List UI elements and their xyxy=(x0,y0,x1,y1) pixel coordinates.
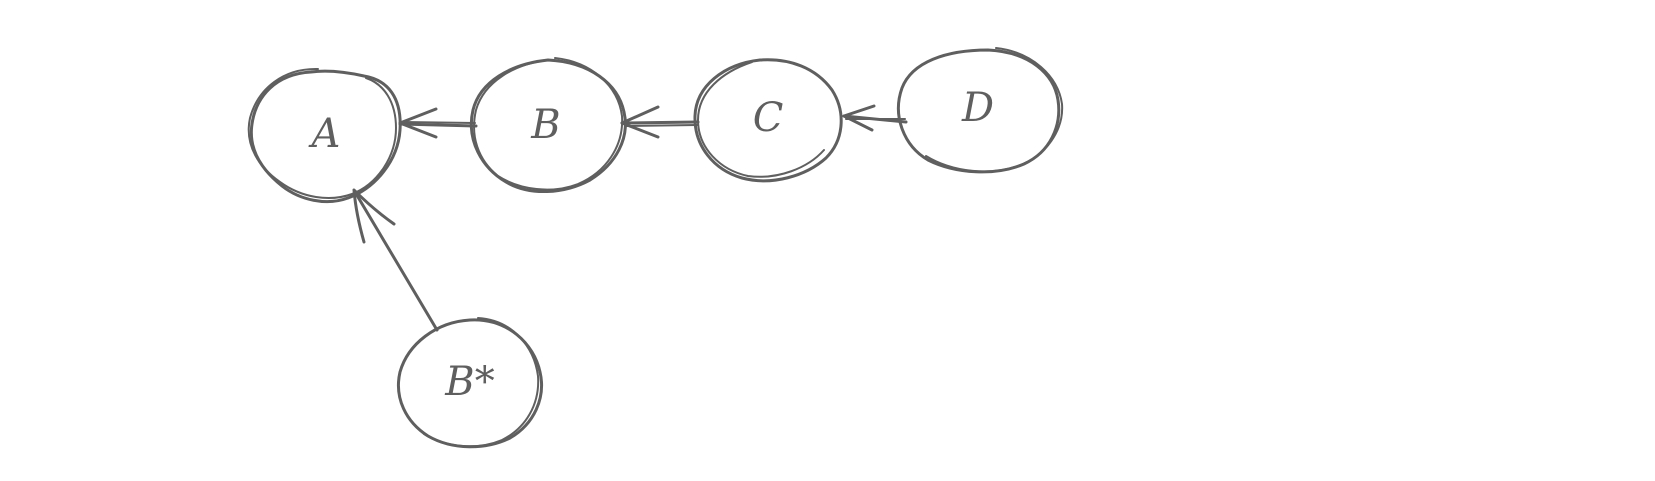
edge-b-to-a-line-retrace xyxy=(402,121,476,124)
edge-c-to-b-line-retrace xyxy=(624,124,698,127)
edge-c-to-b-line xyxy=(620,120,700,125)
node-d-label: D xyxy=(961,85,994,131)
node-a-outline xyxy=(249,69,402,204)
edge-bstar-to-a-arrowhead xyxy=(352,188,396,244)
node-b-label: B xyxy=(530,102,560,148)
node-bstar-label: B* xyxy=(444,359,494,405)
node-b-outline xyxy=(469,58,627,193)
edge-bstar-to-a-line xyxy=(353,190,439,332)
node-d: D xyxy=(897,47,1064,174)
node-a-label: A xyxy=(308,111,341,157)
edge-b-to-a xyxy=(398,107,478,139)
node-bstar-outline-retrace xyxy=(423,317,540,448)
edge-c-to-b xyxy=(620,105,700,139)
node-a-outline-retrace xyxy=(247,67,397,199)
node-c-outline-retrace xyxy=(697,61,825,178)
edge-b-to-a-line xyxy=(398,122,478,128)
node-d-outline-retrace xyxy=(925,47,1064,173)
node-bstar: B* xyxy=(397,317,543,449)
node-b: B xyxy=(469,57,627,193)
node-b-outline-retrace xyxy=(473,57,624,191)
edge-bstar-to-a xyxy=(352,188,439,332)
edge-d-to-c-arrowhead xyxy=(842,104,876,132)
node-c-label: C xyxy=(753,95,784,141)
node-a: A xyxy=(247,67,402,204)
node-c: C xyxy=(693,58,843,183)
node-c-outline xyxy=(693,58,843,183)
edge-d-to-c xyxy=(842,104,908,132)
